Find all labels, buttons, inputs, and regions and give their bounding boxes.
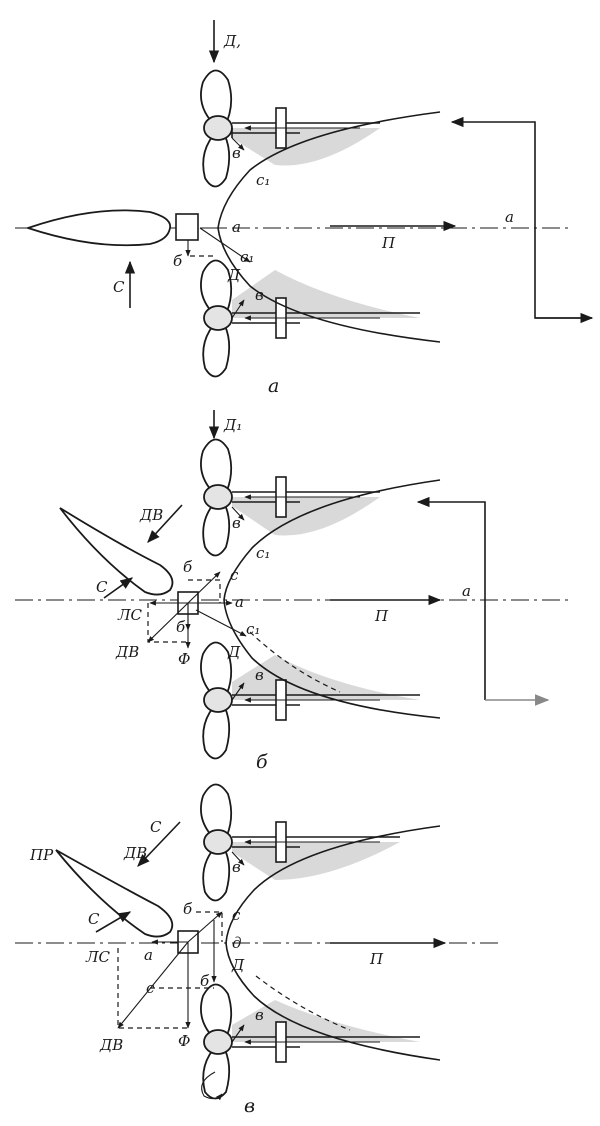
flow-boundary [225, 825, 441, 1061]
label-b: б [183, 558, 193, 576]
label-c1-bottom: с₁ [240, 248, 254, 266]
label-dv-bottom: ДВ [99, 1036, 123, 1054]
label-v-bottom: в [255, 1006, 264, 1024]
propeller-top [200, 783, 233, 902]
label-a: а [232, 218, 241, 236]
label-c1-low: с₁ [246, 620, 260, 638]
force-c-left [95, 911, 132, 933]
label-b: б [183, 900, 193, 918]
label-p: П [381, 234, 396, 252]
label-d1: Д₁ [223, 416, 242, 434]
flow-shade-top [232, 497, 380, 536]
caption-c: в [244, 1095, 255, 1117]
propeller-bottom [200, 983, 233, 1101]
label-a: а [235, 593, 244, 611]
label-p: П [374, 607, 389, 625]
hub-bottom [203, 305, 233, 331]
label-c1-top: с₁ [256, 171, 270, 189]
force-dv-top [137, 821, 181, 867]
caption-b: б [256, 751, 268, 773]
flow-shade-top [232, 128, 380, 166]
label-p: П [369, 950, 384, 968]
return-flow-loop [450, 116, 592, 319]
hub-top [203, 115, 233, 141]
flow-shade-top [232, 842, 400, 880]
label-d: Д [227, 266, 241, 284]
panel-b: Д₁ ДВ в с₁ б с С а а П ЛС б с₁ ДВ Ф Д в … [15, 410, 570, 773]
return-flow-loop [416, 496, 486, 700]
propeller-top [200, 438, 233, 557]
force-c [103, 577, 134, 599]
label-pr: ПР [29, 846, 54, 864]
label-c1-top: с₁ [256, 544, 270, 562]
label-f: Ф [178, 650, 190, 668]
hub-top [203, 829, 233, 855]
propeller-bottom [200, 259, 233, 378]
caption-a: а [268, 375, 279, 397]
label-c-small: с [232, 906, 241, 924]
force-dv-bottom [117, 941, 189, 1029]
label-c-mid: с [146, 979, 155, 997]
label-b-low: б [176, 618, 186, 636]
label-dv-bottom: ДВ [115, 643, 139, 661]
wing-sail [55, 849, 174, 938]
label-d1: Д, [223, 32, 241, 50]
hub-bottom [203, 1029, 233, 1055]
force-c-small [187, 571, 221, 604]
label-d-low: Д [231, 956, 245, 974]
hub-bottom [203, 687, 233, 713]
label-c: С [113, 278, 125, 296]
propeller-top [200, 69, 233, 188]
label-d: д [232, 934, 242, 952]
label-a-right: а [505, 208, 514, 226]
label-a-right: а [462, 582, 471, 600]
wing-sail [25, 209, 172, 247]
force-c-small [187, 911, 223, 943]
label-c-top: С [150, 818, 162, 836]
label-b-low: б [200, 972, 210, 990]
panel-a: Д, в с₁ а П а С б с₁ Д в а [15, 20, 594, 397]
label-d: Д [227, 643, 241, 661]
wing-sail [59, 507, 174, 596]
label-c-left: С [88, 910, 100, 928]
force-dv-top [147, 504, 183, 543]
label-dv-top: ДВ [123, 844, 147, 862]
label-dv-top: ДВ [139, 506, 163, 524]
label-f: Ф [178, 1032, 190, 1050]
label-v-top: в [232, 858, 241, 876]
label-b: б [173, 252, 183, 270]
hub-top [203, 484, 233, 510]
label-v-top: в [232, 514, 241, 532]
label-c-small: с [230, 566, 239, 584]
body-square [175, 213, 199, 241]
panel-c: С ДВ ПР в б с С д ЛС а П с б Д ДВ Ф в в [15, 783, 500, 1117]
label-ls: ЛС [117, 606, 143, 624]
label-c: С [96, 578, 108, 596]
label-v-top: в [232, 144, 241, 162]
flow-boundary [223, 479, 441, 719]
label-v-bottom: в [255, 286, 264, 304]
label-a: а [144, 946, 153, 964]
label-ls: ЛС [85, 948, 111, 966]
force-dv-bottom [147, 602, 189, 643]
label-v-bottom: в [255, 666, 264, 684]
